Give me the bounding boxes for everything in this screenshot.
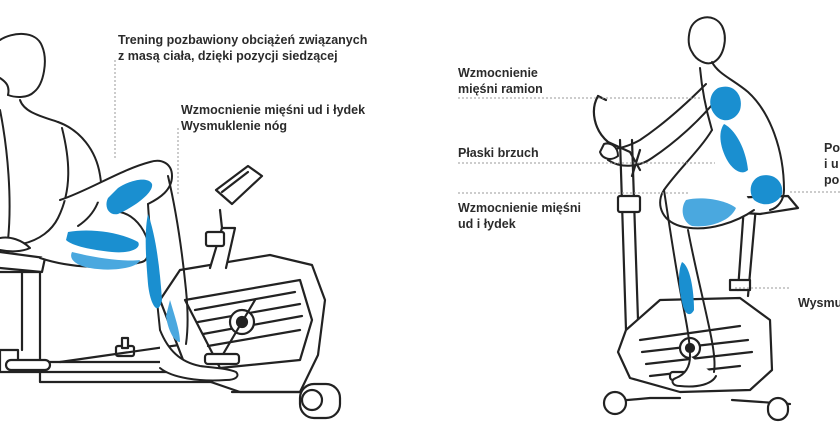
label-line: Wzmocnienie bbox=[458, 66, 538, 80]
label-line: mięśni ramion bbox=[458, 82, 543, 96]
label-line: Trening pozbawiony obciążeń związanych bbox=[118, 33, 368, 47]
cyclist-person-icon bbox=[599, 16, 785, 388]
label-line: ud i łydek bbox=[458, 217, 516, 231]
label-cut-right: Po i u po bbox=[824, 140, 840, 188]
label-line: po bbox=[824, 173, 840, 187]
muscle-highlights-right bbox=[679, 86, 783, 315]
label-line: Wzmocnienie mięśni ud i łydek bbox=[181, 103, 366, 117]
label-cut-bottom-right: Wysmu bbox=[798, 295, 840, 311]
label-line: z masą ciała, dzięki pozycji siedzącej bbox=[118, 49, 338, 63]
label-thighs-calves-left: Wzmocnienie mięśni ud i łydek Wysmukleni… bbox=[181, 102, 365, 134]
leader-lines-left bbox=[114, 60, 179, 196]
leader-lines-right bbox=[458, 97, 840, 289]
label-thighs-calves-right: Wzmocnienie mięśni ud i łydek bbox=[458, 200, 581, 232]
label-line: Wzmocnienie mięśni bbox=[458, 201, 581, 215]
label-line: Płaski brzuch bbox=[458, 146, 539, 160]
label-abdomen: Płaski brzuch bbox=[458, 145, 539, 161]
upright-bike-icon bbox=[592, 94, 800, 422]
label-line: Wysmu bbox=[798, 296, 840, 310]
label-line: i u bbox=[824, 157, 839, 171]
label-line: Wysmuklenie nóg bbox=[181, 119, 288, 133]
muscle-highlights-left bbox=[66, 179, 180, 342]
label-line: Po bbox=[824, 141, 840, 155]
label-no-body-weight-load: Trening pozbawiony obciążeń związanych z… bbox=[118, 32, 367, 64]
label-arms: Wzmocnienie mięśni ramion bbox=[458, 65, 543, 97]
recumbent-bike-icon bbox=[0, 164, 342, 420]
